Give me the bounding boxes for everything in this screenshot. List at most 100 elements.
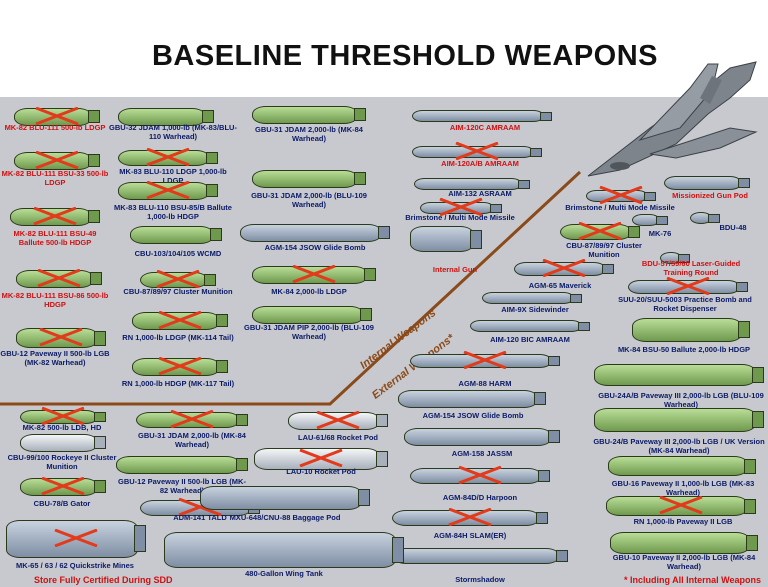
store-fin <box>534 392 546 405</box>
weapon-label: LAU-61/68 Rocket Pod <box>297 433 379 442</box>
store-fin <box>518 180 530 189</box>
weapon-label: BDU-48 <box>719 223 747 232</box>
cross-out-icon <box>458 466 502 484</box>
weapon-label: MK-82 BLU-111 BSU-33 500-lb LDGP <box>1 169 109 187</box>
cross-out-icon <box>41 477 85 495</box>
store-fin <box>206 152 218 164</box>
store-body <box>200 486 362 510</box>
store-fin <box>364 268 376 281</box>
store-body <box>252 106 358 124</box>
weapon-store <box>470 320 590 332</box>
weapon-label: GBU-16 Paveway II 1,000-lb LGB (MK-83 Wa… <box>611 479 755 497</box>
store-fin <box>210 228 222 241</box>
weapon-label: Internal Gun <box>432 265 478 274</box>
cross-out-icon <box>448 508 492 526</box>
cross-out-icon <box>54 529 98 547</box>
cross-out-icon <box>599 186 643 204</box>
store-body <box>20 434 98 452</box>
weapon-label: GBU-10 Paveway II 2,000-lb LGB (MK-84 Wa… <box>612 553 756 571</box>
store-body <box>404 428 552 446</box>
weapon-label: RN 1,000-lb HDGP (MK-117 Tail) <box>121 379 235 388</box>
weapon-store <box>240 224 390 242</box>
store-body <box>240 224 382 242</box>
weapon-label: Brimstone / Multi Mode Missile <box>565 203 675 212</box>
weapon-label: 480-Gallon Wing Tank <box>245 569 323 578</box>
store-fin <box>744 499 756 514</box>
footer-right-note: * Including All Internal Weapons <box>624 575 762 585</box>
store-body <box>594 364 756 386</box>
weapon-label: SUU-20/SUU-5003 Practice Bomb and Rocket… <box>618 295 752 313</box>
weapon-label: AGM-65 Maverick <box>528 281 592 290</box>
store-body <box>594 408 756 432</box>
weapon-label: ADM-141 TALD <box>173 513 227 522</box>
weapon-label: AIM-120 BIC AMRAAM <box>490 335 570 344</box>
weapon-store <box>594 364 764 386</box>
weapon-label: Stormshadow <box>455 575 505 584</box>
cross-out-icon <box>158 357 202 375</box>
cross-out-icon <box>542 259 586 277</box>
store-body <box>608 456 748 476</box>
weapon-store <box>690 212 720 224</box>
store-fin <box>358 489 370 506</box>
weapon-store <box>410 226 482 252</box>
cross-out-icon <box>39 328 83 346</box>
store-fin <box>470 230 482 249</box>
cross-out-icon <box>292 265 336 283</box>
weapon-label: AIM-120C AMRAAM <box>449 123 521 132</box>
store-fin <box>708 214 720 223</box>
weapon-label: GBU-31 JDAM 2,000-lb (MK-84 Warhead) <box>138 431 246 449</box>
store-fin <box>376 414 388 427</box>
cross-out-icon <box>316 411 360 429</box>
weapon-store <box>412 110 552 122</box>
store-body <box>398 390 538 408</box>
store-fin <box>354 172 366 185</box>
store-body <box>252 306 364 324</box>
store-fin <box>628 226 640 238</box>
weapon-label: RN 1,000-lb LDGP (MK-114 Tail) <box>122 333 234 342</box>
weapon-label: GBU-31 JDAM 2,000-lb (BLU-109 Warhead) <box>251 191 367 209</box>
store-fin <box>746 535 758 551</box>
weapon-store <box>610 532 758 554</box>
weapon-label: MK-83 BLU-110 BSU-85/B Ballute 1,000-lb … <box>114 203 232 221</box>
cross-out-icon <box>170 410 214 428</box>
store-fin <box>360 308 372 321</box>
weapon-label: GBU-32 JDAM 1,000-lb (MK-83/BLU-110 Warh… <box>109 123 237 141</box>
store-body <box>410 226 474 252</box>
weapon-store <box>200 486 370 510</box>
weapon-label: BDU-57/59/60 Laser-Guided Training Round <box>641 259 741 277</box>
weapon-label: AGM-88 HARM <box>458 379 512 388</box>
weapon-label: AGM-154 JSOW Glide Bomb <box>264 243 366 252</box>
cross-out-icon <box>33 207 77 225</box>
store-fin <box>540 112 552 121</box>
weapon-label: GBU-12 Paveway II 500-lb LGB (MK-82 Warh… <box>0 349 110 367</box>
weapon-store <box>20 434 106 452</box>
store-fin <box>736 282 748 292</box>
cross-out-icon <box>146 148 190 166</box>
weapon-label: RN 1,000-lb Paveway II LGB <box>633 517 733 526</box>
store-fin <box>94 480 106 493</box>
store-fin <box>538 470 550 482</box>
store-body <box>252 170 358 188</box>
store-fin <box>678 254 690 263</box>
store-body <box>164 532 396 568</box>
weapon-label: CBU-87/89/97 Cluster Munition <box>123 287 233 296</box>
store-fin <box>204 274 216 286</box>
store-fin <box>744 459 756 474</box>
jet-icon <box>587 61 758 177</box>
weapon-label: MK-82 500-lb LDB, HD <box>22 423 102 432</box>
weapon-label: CBU-87/89/97 Cluster Munition <box>566 241 642 259</box>
store-body <box>116 456 240 474</box>
store-fin <box>94 412 106 422</box>
store-fin <box>738 321 750 338</box>
store-fin <box>134 525 146 552</box>
store-body <box>392 548 560 564</box>
store-fin <box>752 367 764 383</box>
weapon-label: AIM-9X Sidewinder <box>501 305 569 314</box>
cross-out-icon <box>156 270 200 288</box>
store-fin <box>644 192 656 201</box>
weapon-label: MK-76 <box>648 229 672 238</box>
store-fin <box>354 108 366 121</box>
store-fin <box>392 537 404 563</box>
weapon-label: MK-82 BLU-111 BSU-86 500-lb HDGP <box>1 291 109 309</box>
